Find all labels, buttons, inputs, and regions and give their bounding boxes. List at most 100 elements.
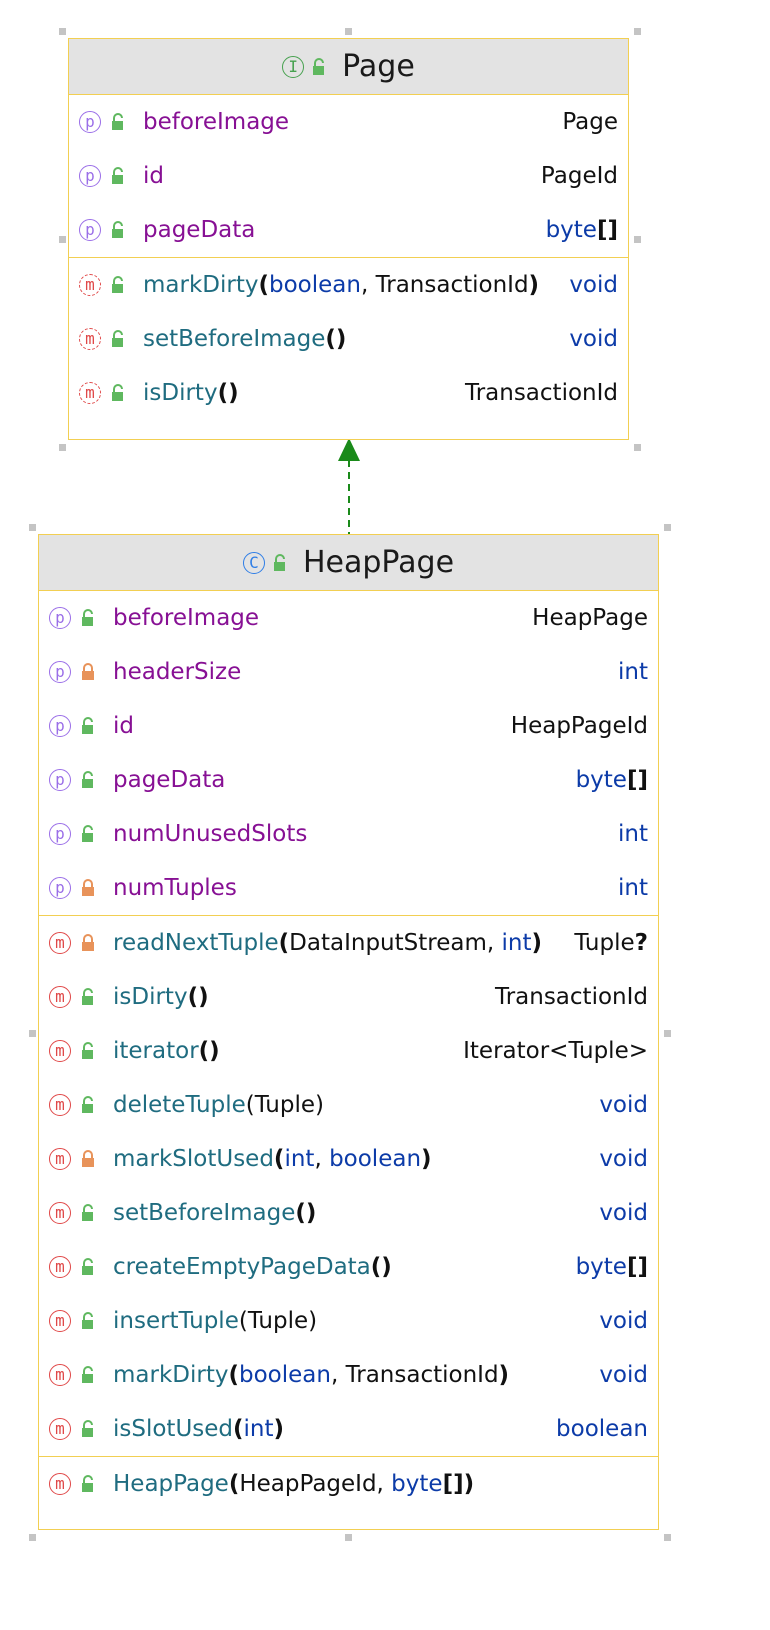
public-lock-icon (82, 1475, 93, 1492)
method-parens: () (187, 984, 209, 1010)
method-row[interactable]: m isSlotUsed(int) boolean (39, 1402, 658, 1456)
page-interface-box[interactable]: I Page p beforeImage Page p id PageId p … (68, 38, 629, 440)
heappage-class-header[interactable]: C HeapPage (39, 535, 658, 591)
field-row[interactable]: p numTuples int (39, 861, 658, 915)
selection-handle[interactable] (664, 1030, 671, 1037)
heappage-class-box[interactable]: C HeapPage p beforeImage HeapPage p head… (38, 534, 659, 1530)
field-row[interactable]: p id PageId (69, 149, 628, 203)
method-paren-close: ) (273, 1416, 285, 1442)
method-row[interactable]: m iterator() Iterator<Tuple> (39, 1024, 658, 1078)
selection-handle[interactable] (634, 444, 641, 451)
public-lock-icon (112, 330, 123, 347)
selection-handle[interactable] (345, 1534, 352, 1541)
selection-handle[interactable] (59, 444, 66, 451)
field-row[interactable]: p pageData byte[] (69, 203, 628, 257)
method-name: markSlotUsed (113, 1146, 274, 1172)
method-param: boolean (268, 272, 361, 298)
heappage-constructors-section: m HeapPage(HeapPageId, byte[]) (39, 1457, 658, 1511)
public-lock-icon (112, 221, 123, 238)
public-lock-icon (112, 113, 123, 130)
method-row[interactable]: m markSlotUsed(int, boolean) void (39, 1132, 658, 1186)
interface-icon: I (282, 55, 305, 78)
property-icon: p (79, 219, 101, 241)
selection-handle[interactable] (59, 28, 66, 35)
method-param: int (501, 930, 532, 956)
field-type-suffix: [] (626, 767, 648, 793)
method-name: isDirty (113, 984, 188, 1010)
page-interface-header[interactable]: I Page (69, 39, 628, 95)
abstract-method-icon: m (79, 382, 101, 404)
method-return-type: Tuple (574, 930, 635, 956)
selection-handle[interactable] (664, 1534, 671, 1541)
method-return-suffix: ? (634, 930, 648, 956)
field-row[interactable]: p headerSize int (39, 645, 658, 699)
method-icon: m (49, 1202, 71, 1224)
selection-handle[interactable] (664, 524, 671, 531)
method-row[interactable]: m deleteTuple(Tuple) void (39, 1078, 658, 1132)
selection-handle[interactable] (634, 236, 641, 243)
field-type: int (618, 821, 648, 847)
method-param: TransactionId (375, 272, 529, 298)
selection-handle[interactable] (29, 1030, 36, 1037)
selection-handle[interactable] (59, 236, 66, 243)
method-param: boolean (238, 1362, 331, 1388)
selection-handle[interactable] (345, 28, 352, 35)
field-row[interactable]: p id HeapPageId (39, 699, 658, 753)
public-lock-icon (82, 1258, 93, 1275)
method-param: boolean (329, 1146, 422, 1172)
method-return-type: void (599, 1092, 648, 1118)
method-args: (Tuple) (245, 1092, 324, 1118)
selection-handle[interactable] (634, 28, 641, 35)
property-icon: p (49, 769, 71, 791)
method-row[interactable]: m setBeforeImage() void (39, 1186, 658, 1240)
field-row[interactable]: p beforeImage HeapPage (39, 591, 658, 645)
field-name: id (143, 163, 164, 189)
method-row[interactable]: m createEmptyPageData() byte[] (39, 1240, 658, 1294)
public-lock-icon (82, 825, 93, 842)
method-row[interactable]: m markDirty(boolean, TransactionId) void (39, 1348, 658, 1402)
method-row[interactable]: m isDirty() TransactionId (69, 366, 628, 420)
method-parens: () (295, 1200, 317, 1226)
constructor-row[interactable]: m HeapPage(HeapPageId, byte[]) (39, 1457, 658, 1511)
method-name: iterator (113, 1038, 199, 1064)
field-name: beforeImage (143, 109, 290, 135)
method-return-type: Iterator<Tuple> (463, 1038, 648, 1064)
public-lock-icon (82, 988, 93, 1005)
method-row[interactable]: m isDirty() TransactionId (39, 970, 658, 1024)
method-icon: m (49, 932, 71, 954)
method-parens: () (198, 1038, 220, 1064)
method-icon: m (49, 1148, 71, 1170)
abstract-method-icon: m (79, 274, 101, 296)
field-name: numTuples (113, 875, 237, 901)
method-row[interactable]: m markDirty(boolean, TransactionId) void (69, 258, 628, 312)
field-row[interactable]: p pageData byte[] (39, 753, 658, 807)
method-name: isDirty (143, 380, 218, 406)
field-type-suffix: [] (596, 217, 618, 243)
field-row[interactable]: p numUnusedSlots int (39, 807, 658, 861)
method-name: readNextTuple (113, 930, 279, 956)
method-paren-close: ) (528, 272, 540, 298)
method-row[interactable]: m insertTuple(Tuple) void (39, 1294, 658, 1348)
method-param: TransactionId (345, 1362, 499, 1388)
field-name: id (113, 713, 134, 739)
abstract-method-icon: m (79, 328, 101, 350)
field-type: int (618, 875, 648, 901)
public-lock-icon (82, 771, 93, 788)
method-icon: m (49, 1364, 71, 1386)
field-name: pageData (143, 217, 256, 243)
public-lock-icon (82, 1312, 93, 1329)
public-lock-icon (82, 609, 93, 626)
method-name: setBeforeImage (143, 326, 326, 352)
method-name: markDirty (143, 272, 259, 298)
class-icon: C (242, 551, 265, 574)
method-row[interactable]: m setBeforeImage() void (69, 312, 628, 366)
method-row[interactable]: m readNextTuple(DataInputStream, int) Tu… (39, 916, 658, 970)
selection-handle[interactable] (29, 524, 36, 531)
method-paren-close: ) (498, 1362, 510, 1388)
method-param: DataInputStream (289, 930, 487, 956)
method-return-type-keyword: byte (575, 1254, 627, 1280)
selection-handle[interactable] (29, 1534, 36, 1541)
field-type: HeapPage (532, 605, 648, 631)
public-lock-icon (82, 1042, 93, 1059)
field-row[interactable]: p beforeImage Page (69, 95, 628, 149)
